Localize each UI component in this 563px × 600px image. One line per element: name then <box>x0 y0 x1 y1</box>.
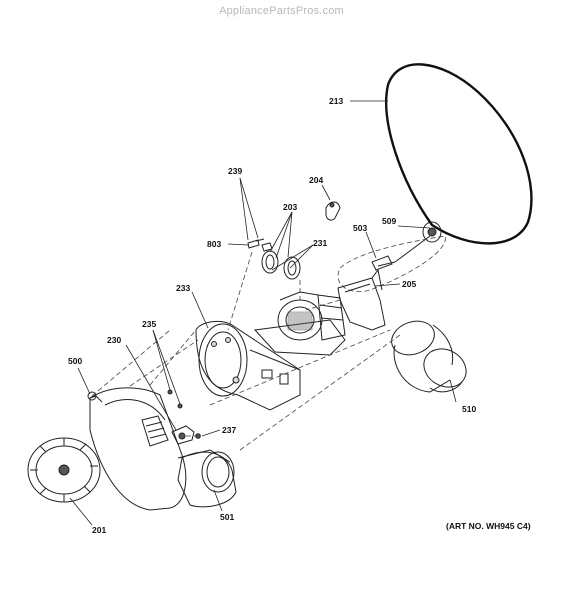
part-501-outlet-duct[interactable] <box>177 451 237 508</box>
part-803-screw[interactable] <box>247 238 265 249</box>
part-510-exhaust-duct[interactable] <box>387 315 473 394</box>
label-510: 510 <box>462 404 476 414</box>
part-213-drive-belt[interactable] <box>385 63 533 245</box>
label-204: 204 <box>309 175 323 185</box>
part-235-screws[interactable] <box>167 389 183 409</box>
part-201-blower-wheel[interactable] <box>27 437 101 503</box>
label-500: 500 <box>68 356 82 366</box>
label-501: 501 <box>220 512 234 522</box>
label-205: 205 <box>402 279 416 289</box>
assembly-guide-lines <box>91 251 401 451</box>
label-230: 230 <box>107 335 121 345</box>
label-509: 509 <box>382 216 396 226</box>
label-203: 203 <box>283 202 297 212</box>
leader-lines <box>69 100 457 526</box>
part-205-motor-bracket[interactable] <box>337 268 386 331</box>
label-201: 201 <box>92 525 106 535</box>
part-231-motor-clamps[interactable] <box>261 250 301 280</box>
art-number: (ART NO. WH945 C4) <box>446 521 531 531</box>
label-235: 235 <box>142 319 156 329</box>
part-509-idler-pulley[interactable] <box>394 221 442 263</box>
part-203-clamp[interactable] <box>261 242 273 252</box>
part-204-clip[interactable] <box>325 201 341 221</box>
label-233: 233 <box>176 283 190 293</box>
part-500-blower-housing[interactable] <box>87 387 231 511</box>
label-237: 237 <box>222 425 236 435</box>
part-233-motor-housing[interactable] <box>195 291 346 411</box>
label-503: 503 <box>353 223 367 233</box>
label-231: 231 <box>313 238 327 248</box>
watermark: AppliancePartsPros.com <box>219 5 344 17</box>
label-239: 239 <box>228 166 242 176</box>
label-213: 213 <box>329 96 343 106</box>
label-803: 803 <box>207 239 221 249</box>
